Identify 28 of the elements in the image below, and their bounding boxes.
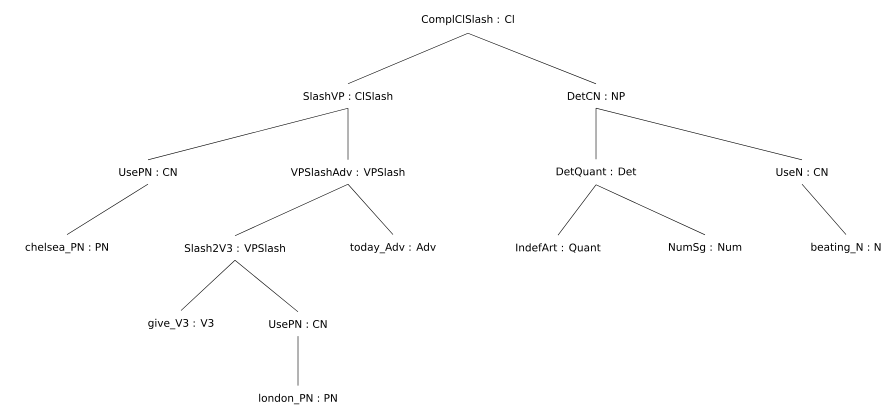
tree-node-label: give_V3 : V3: [148, 318, 214, 330]
tree-node-label: IndefArt : Quant: [516, 243, 601, 253]
tree-node-label: Slash2V3 : VPSlash: [184, 244, 285, 252]
tree-node-label: beating_N : N: [811, 242, 881, 254]
tree-branch: [596, 108, 802, 160]
tree-node-label: UsePN : CN: [119, 168, 177, 176]
tree-branch: [802, 184, 846, 235]
tree-node-label: DetCN : NP: [568, 92, 625, 100]
tree-branch: [468, 32, 596, 84]
tree-node-label: ComplClSlash : Cl: [422, 14, 514, 26]
tree-branch: [148, 108, 348, 160]
tree-branch: [234, 260, 298, 312]
tree-node-label: chelsea_PN : PN: [26, 242, 108, 254]
tree-branch: [66, 184, 148, 235]
tree-branch: [234, 184, 348, 236]
tree-node-label: UsePN : CN: [269, 320, 327, 328]
tree-node-label: SlashVP : ClSlash: [304, 92, 392, 100]
tree-node-label: london_PN : PN: [259, 394, 337, 404]
tree-branch: [558, 184, 596, 236]
tree-branch: [596, 184, 706, 236]
tree-branch: [348, 32, 468, 84]
tree-node-label: UseN : CN: [776, 168, 828, 176]
tree-node-label: VPSlashAdv : VPSlash: [290, 168, 404, 176]
tree-node-label: today_Adv : Adv: [350, 242, 436, 254]
tree-node-label: DetQuant : Det: [556, 167, 636, 177]
tree-branch: [348, 184, 394, 235]
tree-node-label: NumSg : Num: [668, 243, 742, 253]
tree-branch: [180, 260, 236, 311]
